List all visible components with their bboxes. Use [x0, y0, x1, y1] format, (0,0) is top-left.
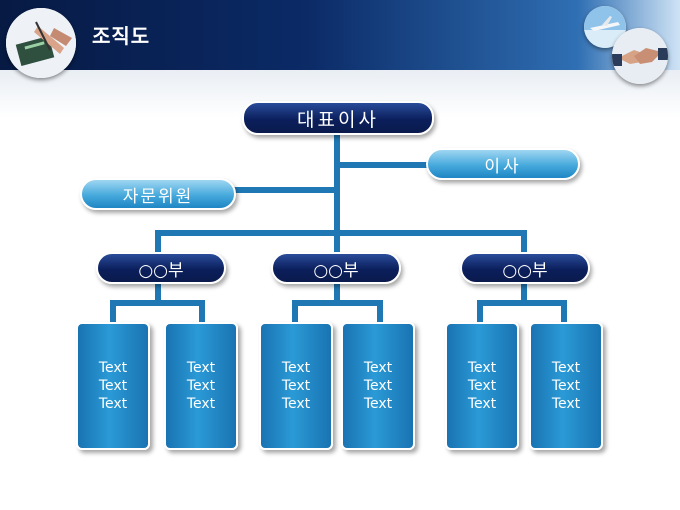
- team-box-line: Text: [186, 360, 216, 376]
- department-node: ○○부: [460, 252, 590, 284]
- page-title: 조직도: [92, 24, 151, 48]
- director-branch: [337, 162, 433, 168]
- department-bar: [155, 230, 527, 236]
- dept-1-split: [110, 300, 205, 306]
- team-box: Text Text Text: [445, 322, 519, 450]
- team-box-line: Text: [467, 378, 497, 394]
- header-band: [0, 0, 680, 70]
- pen-document-photo: [6, 8, 76, 78]
- team-box-line: Text: [467, 396, 497, 412]
- ceo-node: 대표이사: [242, 101, 434, 135]
- team-box: Text Text Text: [164, 322, 238, 450]
- director-node: 이사: [426, 148, 580, 180]
- team-box-line: Text: [98, 378, 128, 394]
- team-box-line: Text: [281, 396, 311, 412]
- team-box-line: Text: [186, 396, 216, 412]
- advisory-branch: [232, 187, 337, 193]
- team-box-line: Text: [363, 396, 393, 412]
- trunk-line: [334, 134, 340, 234]
- team-box-line: Text: [363, 360, 393, 376]
- team-box-line: Text: [363, 378, 393, 394]
- dept-2-left-leg: [292, 300, 298, 322]
- team-box-line: Text: [551, 360, 581, 376]
- team-box-line: Text: [551, 378, 581, 394]
- dept-3-right-leg: [561, 300, 567, 322]
- dept-2-split: [292, 300, 383, 306]
- dept-1-drop: [155, 230, 161, 255]
- team-box-line: Text: [281, 360, 311, 376]
- team-box: Text Text Text: [341, 322, 415, 450]
- team-box-line: Text: [186, 378, 216, 394]
- team-box: Text Text Text: [259, 322, 333, 450]
- team-box-line: Text: [98, 396, 128, 412]
- dept-1-left-leg: [110, 300, 116, 322]
- dept-3-split: [477, 300, 567, 306]
- handshake-photo: [612, 28, 668, 84]
- team-box-line: Text: [551, 396, 581, 412]
- team-box: Text Text Text: [529, 322, 603, 450]
- dept-2-drop: [334, 230, 340, 255]
- dept-1-down: [155, 282, 161, 302]
- team-box: Text Text Text: [76, 322, 150, 450]
- team-box-line: Text: [98, 360, 128, 376]
- dept-3-drop: [521, 230, 527, 255]
- dept-2-right-leg: [377, 300, 383, 322]
- advisory-node: 자문위원: [80, 178, 236, 210]
- dept-2-down: [334, 282, 340, 302]
- department-node: ○○부: [271, 252, 401, 284]
- team-box-line: Text: [281, 378, 311, 394]
- dept-3-left-leg: [477, 300, 483, 322]
- dept-3-down: [521, 282, 527, 302]
- dept-1-right-leg: [199, 300, 205, 322]
- department-node: ○○부: [96, 252, 226, 284]
- team-box-line: Text: [467, 360, 497, 376]
